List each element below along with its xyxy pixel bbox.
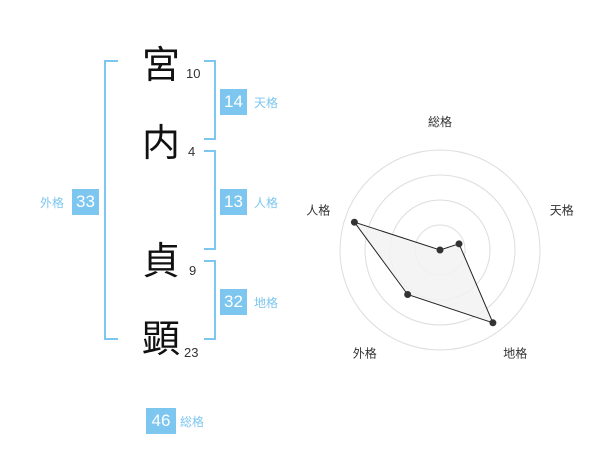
radar-axis-label-1: 天格	[550, 202, 574, 217]
name-char-1: 宮	[142, 43, 181, 87]
chikaku-label: 地格	[254, 296, 279, 310]
radar-axis-label-3: 外格	[353, 346, 377, 361]
gaikaku-bracket	[104, 60, 118, 340]
stroke-count-3: 9	[189, 263, 197, 278]
radar-shape	[353, 221, 494, 324]
soukaku-value-badge: 46	[146, 408, 176, 434]
radar-grid	[339, 149, 541, 351]
stroke-count-1: 10	[186, 66, 201, 81]
jinkaku-label: 人格	[254, 196, 279, 210]
radar-axis-label-2: 地格	[503, 346, 527, 361]
chikaku-bracket	[204, 260, 216, 340]
chikaku-value-badge: 32	[220, 289, 247, 315]
gaikaku-label: 外格	[40, 196, 65, 210]
jinkaku-value-badge: 13	[220, 189, 247, 215]
radar-point-2	[489, 319, 497, 327]
radar-points	[350, 218, 497, 327]
name-char-2: 内	[142, 121, 181, 165]
tenkaku-label: 天格	[254, 96, 279, 110]
tenkaku-bracket	[204, 60, 216, 140]
radar-axis-label-0: 総格	[428, 114, 452, 129]
stroke-count-4: 23	[184, 345, 199, 360]
soukaku-label: 総格	[180, 415, 205, 429]
tenkaku-value-badge: 14	[220, 89, 247, 115]
radar-axis-label-4: 人格	[306, 202, 330, 217]
radar-point-4	[350, 218, 358, 226]
jinkaku-bracket	[204, 150, 216, 250]
name-char-3: 貞	[142, 239, 181, 283]
radar-point-3	[404, 290, 412, 298]
radar-point-0	[436, 246, 444, 254]
radar-point-1	[455, 240, 463, 248]
gaikaku-value-badge: 33	[72, 189, 99, 215]
radar-ring-4	[339, 149, 541, 351]
stroke-count-2: 4	[188, 144, 196, 159]
name-char-4: 顕	[142, 317, 181, 361]
radar-ring-3	[364, 174, 516, 326]
